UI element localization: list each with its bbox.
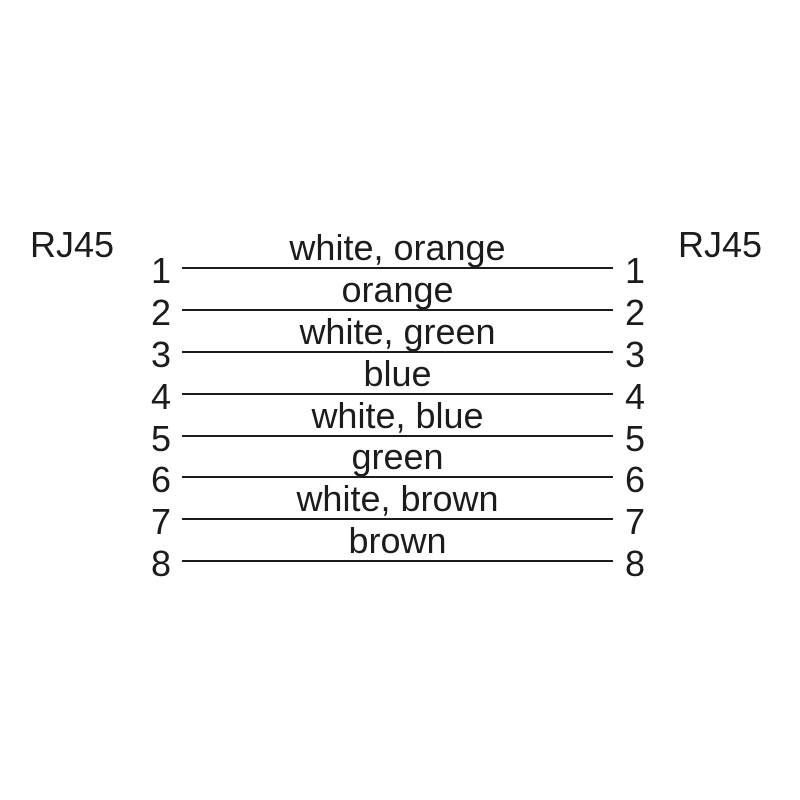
pin-number-right: 8 (624, 543, 646, 584)
pin-number-left: 2 (150, 292, 172, 333)
wire-color-label: white, orange (289, 227, 506, 268)
wire-color-label: brown (348, 520, 447, 561)
wire-line (182, 267, 613, 269)
pin-number-right: 7 (624, 501, 646, 542)
wire-line (182, 309, 613, 311)
wire-color-label: white, green (299, 311, 496, 352)
pin-number-left: 1 (150, 250, 172, 291)
pin-number-right: 5 (624, 418, 646, 459)
pin-number-right: 4 (624, 376, 646, 417)
wire-line (182, 560, 613, 562)
pin-number-left: 5 (150, 418, 172, 459)
wire-line (182, 393, 613, 395)
wire-line (182, 476, 613, 478)
pin-number-right: 6 (624, 459, 646, 500)
wire-color-label: white, brown (296, 478, 499, 519)
wire-line (182, 351, 613, 353)
pin-number-left: 7 (150, 501, 172, 542)
pin-number-left: 8 (150, 543, 172, 584)
pin-number-left: 3 (150, 334, 172, 375)
connector-label-left: RJ45 (30, 224, 115, 265)
pin-number-left: 4 (150, 376, 172, 417)
pin-number-right: 2 (624, 292, 646, 333)
wire-line (182, 435, 613, 437)
pin-number-left: 6 (150, 459, 172, 500)
wire-color-label: white, blue (311, 395, 484, 436)
wire-color-label: orange (341, 269, 454, 310)
wire-color-label: green (351, 436, 444, 477)
connector-label-right: RJ45 (678, 224, 763, 265)
wire-color-label: blue (363, 353, 432, 394)
wire-line (182, 518, 613, 520)
pin-number-right: 3 (624, 334, 646, 375)
pin-number-right: 1 (624, 250, 646, 291)
